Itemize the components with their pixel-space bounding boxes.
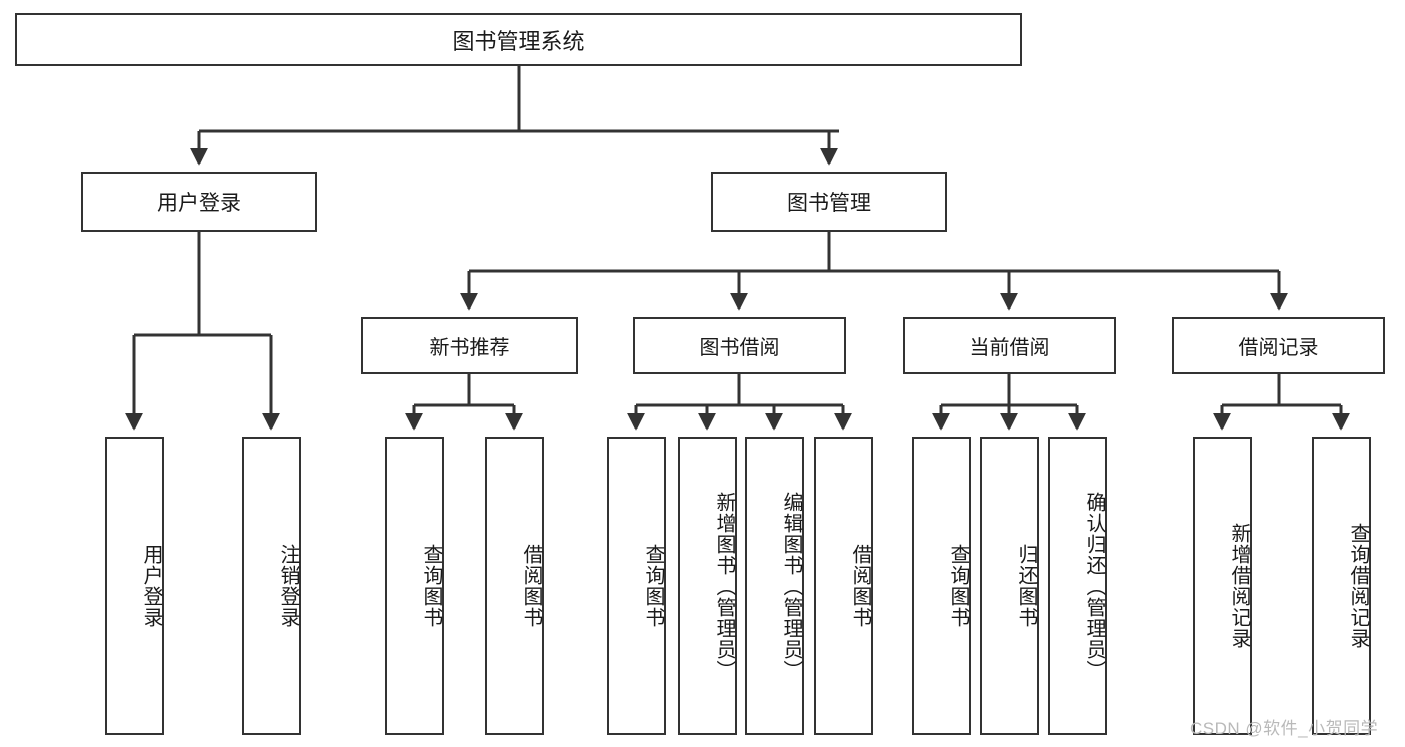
leaf-borrow-record-add[interactable]: 新增借阅记录 [1193, 437, 1252, 735]
leaf-book-borrow-query[interactable]: 查询图书 [607, 437, 666, 735]
node-label: 确认归还（管理员） [1083, 491, 1105, 681]
node-new-book-recommend[interactable]: 新书推荐 [361, 317, 578, 374]
node-label: 归还图书 [1015, 544, 1037, 628]
leaf-current-borrow-return[interactable]: 归还图书 [980, 437, 1039, 735]
node-root-system[interactable]: 图书管理系统 [15, 13, 1022, 66]
node-label: 用户登录 [140, 544, 162, 628]
node-label: 借阅记录 [1238, 337, 1319, 359]
node-current-borrow[interactable]: 当前借阅 [903, 317, 1116, 374]
node-label: 新书推荐 [429, 337, 510, 359]
node-label: 编辑图书（管理员） [780, 491, 802, 681]
node-book-manage[interactable]: 图书管理 [711, 172, 947, 232]
node-label: 注销登录 [277, 544, 299, 628]
leaf-borrow-record-query[interactable]: 查询借阅记录 [1312, 437, 1371, 735]
leaf-current-borrow-query[interactable]: 查询图书 [912, 437, 971, 735]
node-label: 新增借阅记录 [1228, 523, 1250, 649]
leaf-book-borrow-borrow[interactable]: 借阅图书 [814, 437, 873, 735]
node-label: 查询图书 [947, 544, 969, 628]
node-label: 查询借阅记录 [1347, 523, 1369, 649]
node-label: 图书借阅 [699, 337, 780, 359]
leaf-user-login-signin[interactable]: 用户登录 [105, 437, 164, 735]
node-label: 新增图书（管理员） [713, 491, 735, 681]
node-label: 借阅图书 [520, 544, 542, 628]
node-label: 查询图书 [642, 544, 664, 628]
leaf-new-book-borrow[interactable]: 借阅图书 [485, 437, 544, 735]
leaf-book-borrow-add[interactable]: 新增图书（管理员） [678, 437, 737, 735]
node-borrow-record[interactable]: 借阅记录 [1172, 317, 1385, 374]
leaf-user-login-signout[interactable]: 注销登录 [242, 437, 301, 735]
watermark-text: CSDN @软件_小贺同学 [1190, 719, 1379, 738]
node-label: 查询图书 [420, 544, 442, 628]
node-book-borrow[interactable]: 图书借阅 [633, 317, 846, 374]
node-user-login[interactable]: 用户登录 [81, 172, 317, 232]
node-label: 借阅图书 [849, 544, 871, 628]
node-label: 当前借阅 [969, 337, 1050, 359]
leaf-current-borrow-confirm-return[interactable]: 确认归还（管理员） [1048, 437, 1107, 735]
leaf-book-borrow-edit[interactable]: 编辑图书（管理员） [745, 437, 804, 735]
node-label: 图书管理系统 [452, 28, 585, 54]
leaf-new-book-query[interactable]: 查询图书 [385, 437, 444, 735]
node-label: 用户登录 [157, 192, 241, 215]
node-label: 图书管理 [787, 192, 871, 215]
